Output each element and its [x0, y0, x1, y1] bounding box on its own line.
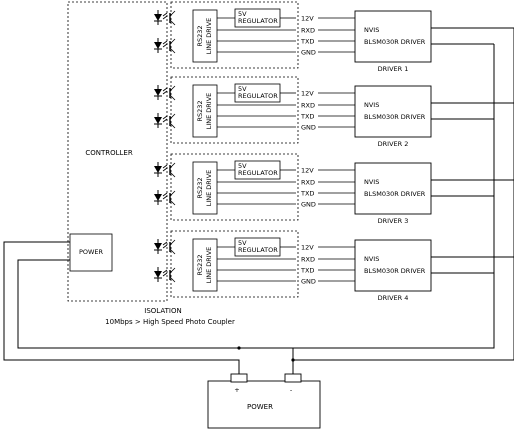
- power-wire-plus: [3, 241, 240, 374]
- power-minus-label: -: [290, 386, 293, 394]
- signal-label: GND: [301, 124, 316, 132]
- regulator-label: REGULATOR: [238, 246, 278, 254]
- power-bus-plus: [293, 28, 514, 361]
- line-drive-box: [192, 84, 218, 138]
- junction-dot: [291, 358, 295, 362]
- signal-label: TXD: [300, 190, 314, 198]
- signal-label: GND: [301, 201, 316, 209]
- signal-label: RXD: [301, 256, 315, 264]
- signal-label: GND: [301, 278, 316, 286]
- isolation-label: ISOLATION: [144, 307, 181, 315]
- controller-power-label: POWER: [79, 248, 104, 256]
- signal-label: 12V: [301, 15, 314, 23]
- line-drive-box: [192, 9, 218, 63]
- signal-label: 12V: [301, 90, 314, 98]
- driver-box: [354, 239, 432, 292]
- regulator-label: REGULATOR: [238, 17, 278, 25]
- signal-label: RXD: [301, 102, 315, 110]
- signal-label: RXD: [301, 179, 315, 187]
- power-terminal-minus: [284, 373, 302, 383]
- signal-label: RXD: [301, 27, 315, 35]
- photo-coupler-icon: [154, 38, 176, 54]
- junction-dot: [237, 346, 241, 350]
- isolation-caption: 10Mbps > High Speed Photo Coupler: [105, 318, 235, 326]
- driver-box: [354, 85, 432, 138]
- power-wire-minus: [17, 259, 294, 374]
- photo-coupler-icon: [154, 267, 176, 283]
- photo-coupler-icon: [154, 239, 176, 255]
- driver-box: [354, 162, 432, 215]
- isolation-box: [170, 1, 299, 69]
- regulator-label: 5V: [238, 162, 247, 170]
- driver-label-model: BLSM030R DRIVER: [364, 190, 426, 198]
- driver-caption: DRIVER 4: [378, 294, 409, 302]
- signal-label: GND: [301, 49, 316, 57]
- driver-label-model: BLSM030R DRIVER: [364, 267, 426, 275]
- driver-caption: DRIVER 2: [378, 140, 409, 148]
- photo-coupler-icon: [154, 10, 176, 26]
- photo-coupler-icon: [154, 162, 176, 178]
- line-drive-box: [192, 161, 218, 215]
- line-drive-label: LINE DRIVE: [205, 247, 213, 284]
- signal-label: 12V: [301, 167, 314, 175]
- driver-label-brand: NVIS: [364, 101, 379, 109]
- driver-box: [354, 10, 432, 63]
- junction-dots: [237, 346, 295, 362]
- power-bus-minus: [239, 44, 495, 349]
- photo-coupler-icon: [154, 85, 176, 101]
- driver-label-brand: NVIS: [364, 255, 379, 263]
- isolation-box: [170, 153, 299, 221]
- driver-label-model: BLSM030R DRIVER: [364, 113, 426, 121]
- regulator-label: 5V: [238, 85, 247, 93]
- driver-label-brand: NVIS: [364, 178, 379, 186]
- driver-caption: DRIVER 1: [378, 65, 409, 73]
- power-supply-label: POWER: [247, 403, 273, 411]
- photo-coupler-icon: [154, 113, 176, 129]
- line-drive-label: LINE DRIVE: [205, 170, 213, 207]
- power-terminal-plus: [230, 373, 248, 383]
- signal-label: 12V: [301, 244, 314, 252]
- line-drive-label: RS232: [196, 177, 204, 198]
- line-drive-label: RS232: [196, 25, 204, 46]
- regulator-label: 5V: [238, 239, 247, 247]
- regulator-label: REGULATOR: [238, 92, 278, 100]
- photo-coupler-icon: [154, 190, 176, 206]
- power-supply-box: [207, 380, 321, 429]
- signal-label: TXD: [300, 38, 314, 46]
- controller-label: CONTROLLER: [85, 149, 133, 157]
- line-drive-box: [192, 238, 218, 292]
- line-drive-label: LINE DRIVE: [205, 18, 213, 55]
- line-drive-label: RS232: [196, 100, 204, 121]
- isolation-box: [170, 230, 299, 298]
- controller-power-box: [69, 233, 113, 272]
- controller-box: [67, 1, 168, 302]
- line-drive-label: LINE DRIVE: [205, 93, 213, 130]
- driver-caption: DRIVER 3: [378, 217, 409, 225]
- signal-label: TXD: [300, 267, 314, 275]
- regulator-label: REGULATOR: [238, 169, 278, 177]
- line-drive-label: RS232: [196, 254, 204, 275]
- driver-label-model: BLSM030R DRIVER: [364, 38, 426, 46]
- isolation-box: [170, 76, 299, 144]
- driver-label-brand: NVIS: [364, 26, 379, 34]
- regulator-label: 5V: [238, 10, 247, 18]
- power-plus-label: +: [234, 386, 239, 394]
- signal-label: TXD: [300, 113, 314, 121]
